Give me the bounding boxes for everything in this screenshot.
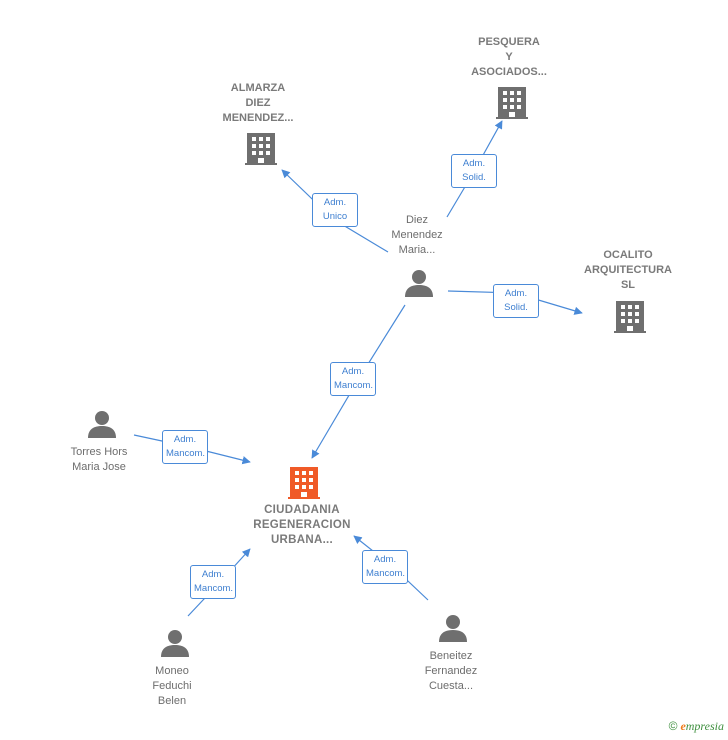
torres-label-line2: Maria Jose bbox=[72, 461, 126, 473]
edge-label-line1: Adm. bbox=[323, 197, 347, 208]
copyright-icon: © bbox=[668, 719, 678, 733]
moneo-person-icon[interactable] bbox=[160, 628, 190, 658]
diez-label-line3: Maria... bbox=[398, 244, 436, 256]
diez-person-icon[interactable] bbox=[404, 268, 434, 298]
main-company-building-icon[interactable] bbox=[288, 465, 320, 499]
diez-label[interactable]: Diez Menendez Maria... bbox=[391, 213, 442, 258]
beneitez-person-icon[interactable] bbox=[438, 613, 468, 643]
edge-label-line2: Unico bbox=[322, 211, 348, 222]
beneitez-label[interactable]: Beneitez Fernandez Cuesta... bbox=[425, 649, 478, 694]
ocalito-label-line3: SL bbox=[620, 279, 636, 291]
main-company-label[interactable]: CIUDADANIA REGENERACION URBANA... bbox=[253, 503, 351, 548]
brand-first-letter: e bbox=[680, 719, 686, 733]
edge-label-line2: Mancom. bbox=[334, 380, 374, 391]
edge-label-diez-pesquera[interactable]: Adm. Solid. bbox=[451, 154, 497, 188]
ocalito-label[interactable]: OCALITO ARQUITECTURA SL bbox=[584, 248, 672, 293]
ocalito-building-icon[interactable] bbox=[614, 299, 646, 333]
edge-label-line2: Mancom. bbox=[166, 448, 206, 459]
moneo-label[interactable]: Moneo Feduchi Belen bbox=[152, 664, 191, 709]
ocalito-label-line2: ARQUITECTURA bbox=[584, 264, 672, 276]
diez-label-line1: Diez bbox=[405, 214, 428, 226]
ocalito-label-line1: OCALITO bbox=[603, 249, 653, 261]
edge-label-beneitez-main[interactable]: Adm. Mancom. bbox=[362, 550, 408, 584]
pesquera-building-icon[interactable] bbox=[496, 85, 528, 119]
moneo-label-line1: Moneo bbox=[155, 665, 189, 677]
edge-label-line2: Solid. bbox=[462, 172, 486, 183]
moneo-label-line2: Feduchi bbox=[152, 680, 192, 692]
edge-label-line1: Adm. bbox=[341, 366, 365, 377]
beneitez-label-line2: Fernandez bbox=[424, 665, 478, 677]
pesquera-label[interactable]: PESQUERA Y ASOCIADOS... bbox=[471, 35, 547, 80]
almarza-label-line1: ALMARZA bbox=[230, 82, 286, 94]
edge-label-line1: Adm. bbox=[201, 569, 225, 580]
almarza-label-line3: MENENDEZ... bbox=[222, 112, 294, 124]
edge-label-line2: Mancom. bbox=[194, 583, 234, 594]
torres-person-icon[interactable] bbox=[87, 409, 117, 439]
edge-label-line1: Adm. bbox=[173, 434, 197, 445]
almarza-building-icon[interactable] bbox=[245, 131, 277, 165]
edge-label-moneo-main[interactable]: Adm. Mancom. bbox=[190, 565, 236, 599]
edge-label-line2: Mancom. bbox=[366, 568, 406, 579]
edge-label-diez-ocalito[interactable]: Adm. Solid. bbox=[493, 284, 539, 318]
main-label-line2: REGENERACION bbox=[253, 519, 351, 531]
edge-label-line1: Adm. bbox=[462, 158, 486, 169]
beneitez-label-line3: Cuesta... bbox=[428, 680, 474, 692]
moneo-label-line3: Belen bbox=[157, 695, 187, 707]
edge-label-line2: Solid. bbox=[504, 302, 528, 313]
torres-label-line1: Torres Hors bbox=[70, 446, 128, 458]
beneitez-label-line1: Beneitez bbox=[429, 650, 473, 662]
brand-rest: mpresia bbox=[685, 719, 724, 733]
almarza-label[interactable]: ALMARZA DIEZ MENENDEZ... bbox=[223, 81, 294, 126]
pesquera-label-line1: PESQUERA bbox=[478, 36, 540, 48]
diez-label-line2: Menendez bbox=[391, 229, 443, 241]
torres-label[interactable]: Torres Hors Maria Jose bbox=[71, 445, 128, 475]
edge-label-line1: Adm. bbox=[373, 554, 397, 565]
edge-label-line1: Adm. bbox=[504, 288, 528, 299]
main-label-line3: URBANA... bbox=[270, 534, 334, 546]
edge-label-diez-almarza[interactable]: Adm. Unico bbox=[312, 193, 358, 227]
almarza-label-line2: DIEZ bbox=[245, 97, 271, 109]
empresia-watermark[interactable]: © empresia bbox=[669, 719, 724, 734]
edge-label-diez-main[interactable]: Adm. Mancom. bbox=[330, 362, 376, 396]
edge-label-torres-main[interactable]: Adm. Mancom. bbox=[162, 430, 208, 464]
main-label-line1: CIUDADANIA bbox=[264, 504, 340, 516]
pesquera-label-line3: ASOCIADOS... bbox=[471, 66, 547, 78]
pesquera-label-line2: Y bbox=[505, 51, 513, 63]
